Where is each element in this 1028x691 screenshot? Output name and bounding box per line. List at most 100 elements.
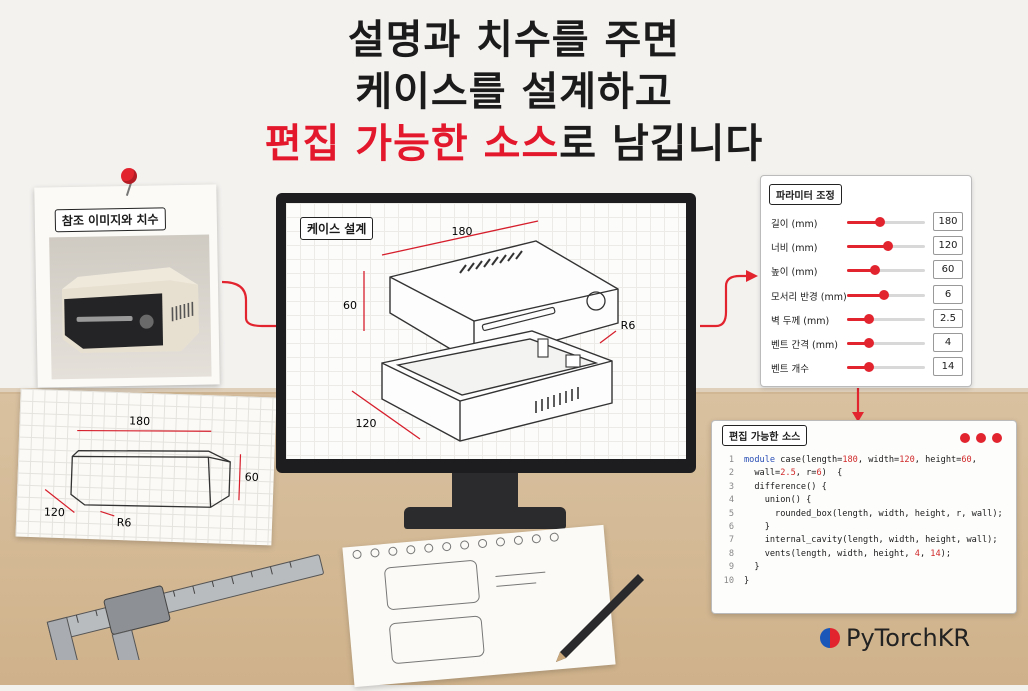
parameter-row: 모서리 반경 (mm) 6	[761, 283, 971, 307]
parameter-slider[interactable]	[847, 318, 925, 321]
code-keyword: module	[744, 455, 775, 465]
code-line: 3 difference() {	[712, 482, 1012, 495]
code-segment: difference() {	[744, 482, 827, 492]
slider-handle[interactable]	[883, 241, 893, 251]
brand-name: PyTorchKR	[846, 624, 970, 652]
parameter-value-input[interactable]: 120	[933, 236, 963, 255]
code-segment: union() {	[744, 495, 811, 505]
code-text: wall=2.5, r=6) {	[744, 468, 842, 478]
code-number: 120	[899, 455, 915, 465]
parameter-row: 벤트 간격 (mm) 4	[761, 331, 971, 355]
slider-handle[interactable]	[879, 290, 889, 300]
code-segment: }	[744, 522, 770, 532]
parameter-slider[interactable]	[847, 269, 925, 272]
parameter-row: 벤트 개수 14	[761, 355, 971, 379]
slider-handle[interactable]	[875, 217, 885, 227]
slider-handle[interactable]	[864, 362, 874, 372]
line-number: 4	[722, 495, 734, 505]
code-segment: }	[744, 562, 760, 572]
code-line: 5 rounded_box(length, width, height, r, …	[712, 509, 1012, 522]
line-number: 5	[722, 509, 734, 519]
line-number: 10	[722, 576, 734, 586]
code-segment: , width=	[858, 455, 899, 465]
code-text: }	[744, 562, 760, 572]
design-length-label: 180	[452, 225, 473, 238]
parameter-label: 높이 (mm)	[771, 264, 817, 278]
parameter-value-input[interactable]: 180	[933, 212, 963, 231]
code-segment: vents(length, width, height,	[744, 549, 915, 559]
code-number: 2.5	[780, 468, 796, 478]
slider-fill	[847, 245, 888, 248]
parameter-slider[interactable]	[847, 294, 925, 297]
code-segment: }	[744, 576, 749, 586]
code-line: 2 wall=2.5, r=6) {	[712, 468, 1012, 481]
code-segment: );	[941, 549, 951, 559]
line-number: 6	[722, 522, 734, 532]
code-segment: rounded_box(length, width, height, r, wa…	[744, 509, 1003, 519]
code-number: 14	[930, 549, 940, 559]
parameter-value-input[interactable]: 60	[933, 260, 963, 279]
code-line: 7 internal_cavity(length, width, height,…	[712, 535, 1012, 548]
line-number: 2	[722, 468, 734, 478]
code-number: 180	[842, 455, 858, 465]
parameter-value-input[interactable]: 2.5	[933, 309, 963, 328]
code-line: 6 }	[712, 522, 1012, 535]
code-text: }	[744, 576, 749, 586]
code-text: internal_cavity(length, width, height, w…	[744, 535, 998, 545]
parameter-label: 벽 두께 (mm)	[771, 313, 829, 327]
parameter-label: 길이 (mm)	[771, 216, 817, 230]
caliper-icon	[36, 540, 336, 660]
slider-handle[interactable]	[864, 338, 874, 348]
parameter-label: 너비 (mm)	[771, 240, 817, 254]
parameter-value-input[interactable]: 4	[933, 333, 963, 352]
code-segment: wall=	[744, 468, 780, 478]
line-number: 9	[722, 562, 734, 572]
parameter-row: 너비 (mm) 120	[761, 234, 971, 258]
slider-handle[interactable]	[864, 314, 874, 324]
monitor-base	[404, 507, 566, 529]
pen-icon	[548, 568, 648, 668]
code-segment: , r=	[796, 468, 817, 478]
window-dot-icon	[992, 433, 1002, 443]
parameter-row: 길이 (mm) 180	[761, 210, 971, 234]
window-dot-icon	[976, 433, 986, 443]
code-line: 10}	[712, 576, 1012, 589]
parameter-row: 벽 두께 (mm) 2.5	[761, 307, 971, 331]
exploded-case-drawing: 180 60 120 R6	[286, 203, 686, 459]
line-number: 7	[722, 535, 734, 545]
parameter-panel-title: 파라미터 조정	[769, 184, 842, 205]
slider-handle[interactable]	[870, 265, 880, 275]
code-segment: ,	[972, 455, 977, 465]
parameter-slider[interactable]	[847, 221, 925, 224]
code-text: rounded_box(length, width, height, r, wa…	[744, 509, 1003, 519]
parameter-label: 벤트 개수	[771, 361, 809, 375]
parameter-label: 벤트 간격 (mm)	[771, 337, 838, 351]
design-screen: 케이스 설계	[286, 203, 686, 459]
code-line: 4 union() {	[712, 495, 1012, 508]
parameter-value-input[interactable]: 14	[933, 357, 963, 376]
code-text: vents(length, width, height, 4, 14);	[744, 549, 951, 559]
parameter-slider[interactable]	[847, 366, 925, 369]
design-height-label: 60	[343, 299, 357, 312]
parameter-slider[interactable]	[847, 342, 925, 345]
code-line: 8 vents(length, width, height, 4, 14);	[712, 549, 1012, 562]
arrow-design-to-params	[700, 276, 748, 326]
source-code-title: 편집 가능한 소스	[722, 425, 807, 446]
design-radius-label: R6	[621, 319, 636, 332]
code-line: 9 }	[712, 562, 1012, 575]
code-segment: internal_cavity(length, width, height, w…	[744, 535, 998, 545]
parameter-slider[interactable]	[847, 245, 925, 248]
source-code-panel: 편집 가능한 소스 1 module case(length=180, width…	[711, 420, 1017, 614]
parameter-panel: 파라미터 조정 길이 (mm) 180 너비 (mm) 120 높이 (mm) 60 모서리…	[760, 175, 972, 387]
line-number: 3	[722, 482, 734, 492]
code-text: difference() {	[744, 482, 827, 492]
code-segment: case(length=	[775, 455, 842, 465]
parameter-row: 높이 (mm) 60	[761, 258, 971, 282]
parameter-label: 모서리 반경 (mm)	[771, 289, 847, 303]
parameter-value-input[interactable]: 6	[933, 285, 963, 304]
design-width-label: 120	[356, 417, 377, 430]
code-text: union() {	[744, 495, 811, 505]
line-number: 1	[722, 455, 734, 465]
line-number: 8	[722, 549, 734, 559]
